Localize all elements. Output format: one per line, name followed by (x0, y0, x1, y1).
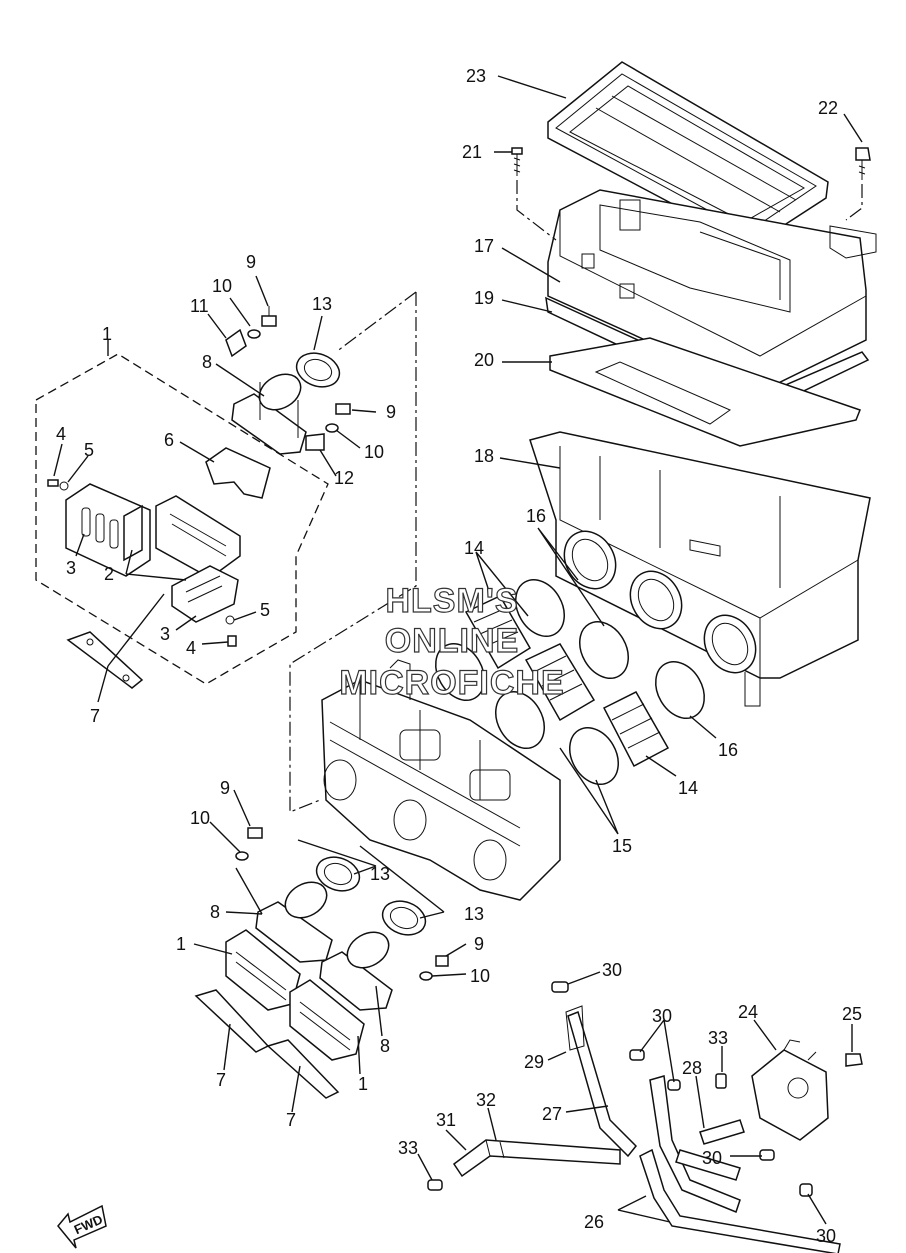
callout-28: 28 (682, 1058, 702, 1078)
callout-7-c: 7 (286, 1110, 296, 1130)
callout-12: 12 (334, 468, 354, 488)
bolt-21 (511, 147, 523, 176)
reed-valve-3-lower (171, 565, 239, 623)
callout-33-a: 33 (708, 1028, 728, 1048)
small-hardware-upper (47, 306, 351, 647)
callout-27: 27 (542, 1104, 562, 1124)
clamp-13-lower (315, 856, 427, 936)
fuel-hoses-26-27-29 (565, 1005, 841, 1253)
callout-1-b: 1 (176, 934, 186, 954)
callout-10-a: 10 (212, 276, 232, 296)
callout-16-upper: 16 (526, 506, 546, 526)
callout-10-b: 10 (364, 442, 384, 462)
callout-30-b: 30 (652, 1006, 672, 1026)
callout-31: 31 (436, 1110, 456, 1130)
callout-2: 2 (104, 564, 114, 584)
reed-gasket-7-lower (194, 989, 340, 1099)
callout-8-b: 8 (210, 902, 220, 922)
callout-23: 23 (466, 66, 486, 86)
callout-labels: 23 22 21 17 19 20 18 16 16 14 14 15 9 10… (56, 66, 862, 1246)
callout-21: 21 (462, 142, 482, 162)
air-box-joint-16 (563, 530, 757, 674)
callout-9-d: 9 (474, 934, 484, 954)
callout-13-b: 13 (370, 864, 390, 884)
intake-joint-8-upper (231, 373, 307, 455)
carb-to-reed-centerline (289, 292, 417, 813)
callout-29: 29 (524, 1052, 544, 1072)
callout-20: 20 (474, 350, 494, 370)
callout-5-b: 5 (260, 600, 270, 620)
callout-32: 32 (476, 1090, 496, 1110)
callout-8-a: 8 (202, 352, 212, 372)
callout-10-c: 10 (190, 808, 210, 828)
callout-19: 19 (474, 288, 494, 308)
callout-26: 26 (584, 1212, 604, 1232)
callout-14-lower: 14 (678, 778, 698, 798)
callout-9-c: 9 (220, 778, 230, 798)
hose-clips-30-33 (427, 981, 813, 1197)
callout-4-a: 4 (56, 424, 66, 444)
watermark-line-3: MICROFICHE (339, 664, 564, 702)
air-box-upper-case-17 (547, 189, 877, 393)
callout-10-d: 10 (470, 966, 490, 986)
watermark: HLSM'S ONLINE MICROFICHE (339, 581, 565, 702)
reed-valve-plate-2 (123, 504, 143, 562)
callout-3-b: 3 (160, 624, 170, 644)
callout-15: 15 (612, 836, 632, 856)
carburetor-joint-14 (464, 595, 670, 768)
callout-6: 6 (164, 430, 174, 450)
small-hardware-lower (235, 827, 449, 981)
callout-33-b: 33 (398, 1138, 418, 1158)
callout-30-d: 30 (816, 1226, 836, 1246)
leader-lines (53, 75, 863, 1225)
callout-4-b: 4 (186, 638, 196, 658)
clamp-13-upper (295, 352, 341, 388)
callout-8-c: 8 (380, 1036, 390, 1056)
reed-valve-case-1-upper (155, 495, 241, 579)
callout-25: 25 (842, 1004, 862, 1024)
callout-30-c: 30 (702, 1148, 722, 1168)
callout-13-a: 13 (312, 294, 332, 314)
watermark-line-1: HLSM'S (385, 582, 518, 620)
callout-18: 18 (474, 446, 494, 466)
callout-30-a: 30 (602, 960, 622, 980)
hose-clamps-15-16 (435, 579, 705, 785)
callout-9-a: 9 (246, 252, 256, 272)
callout-1-c: 1 (358, 1074, 368, 1094)
callout-3-a: 3 (66, 558, 76, 578)
callout-7-b: 7 (216, 1070, 226, 1090)
callout-14-upper: 14 (464, 538, 484, 558)
callout-1-a: 1 (102, 324, 112, 344)
cover-6 (205, 447, 271, 499)
air-box-plate-20 (549, 337, 861, 447)
carburetor-assembly (321, 659, 561, 901)
air-box-lower-case-18 (529, 431, 871, 707)
callout-24: 24 (738, 1002, 758, 1022)
callout-11: 11 (190, 296, 209, 316)
fuel-pump-24 (751, 1039, 829, 1141)
fwd-arrow-icon: FWD (57, 1204, 107, 1249)
reed-gasket-7-upper (66, 631, 144, 689)
callout-13-c: 13 (464, 904, 484, 924)
intake-joint-8-lower (255, 881, 393, 1011)
nut-25 (845, 1053, 863, 1067)
vent-hoses-31-32 (452, 1139, 621, 1178)
callout-5-a: 5 (84, 440, 94, 460)
air-filter-element-23 (547, 61, 829, 247)
callout-22: 22 (818, 98, 838, 118)
callout-16-lower: 16 (718, 740, 738, 760)
callout-7-a: 7 (90, 706, 100, 726)
watermark-line-2: ONLINE (385, 622, 519, 660)
reed-valve-case-1-lower (225, 929, 365, 1061)
bolt-22 (855, 147, 871, 180)
callout-9-b: 9 (386, 402, 396, 422)
callout-17: 17 (474, 236, 494, 256)
